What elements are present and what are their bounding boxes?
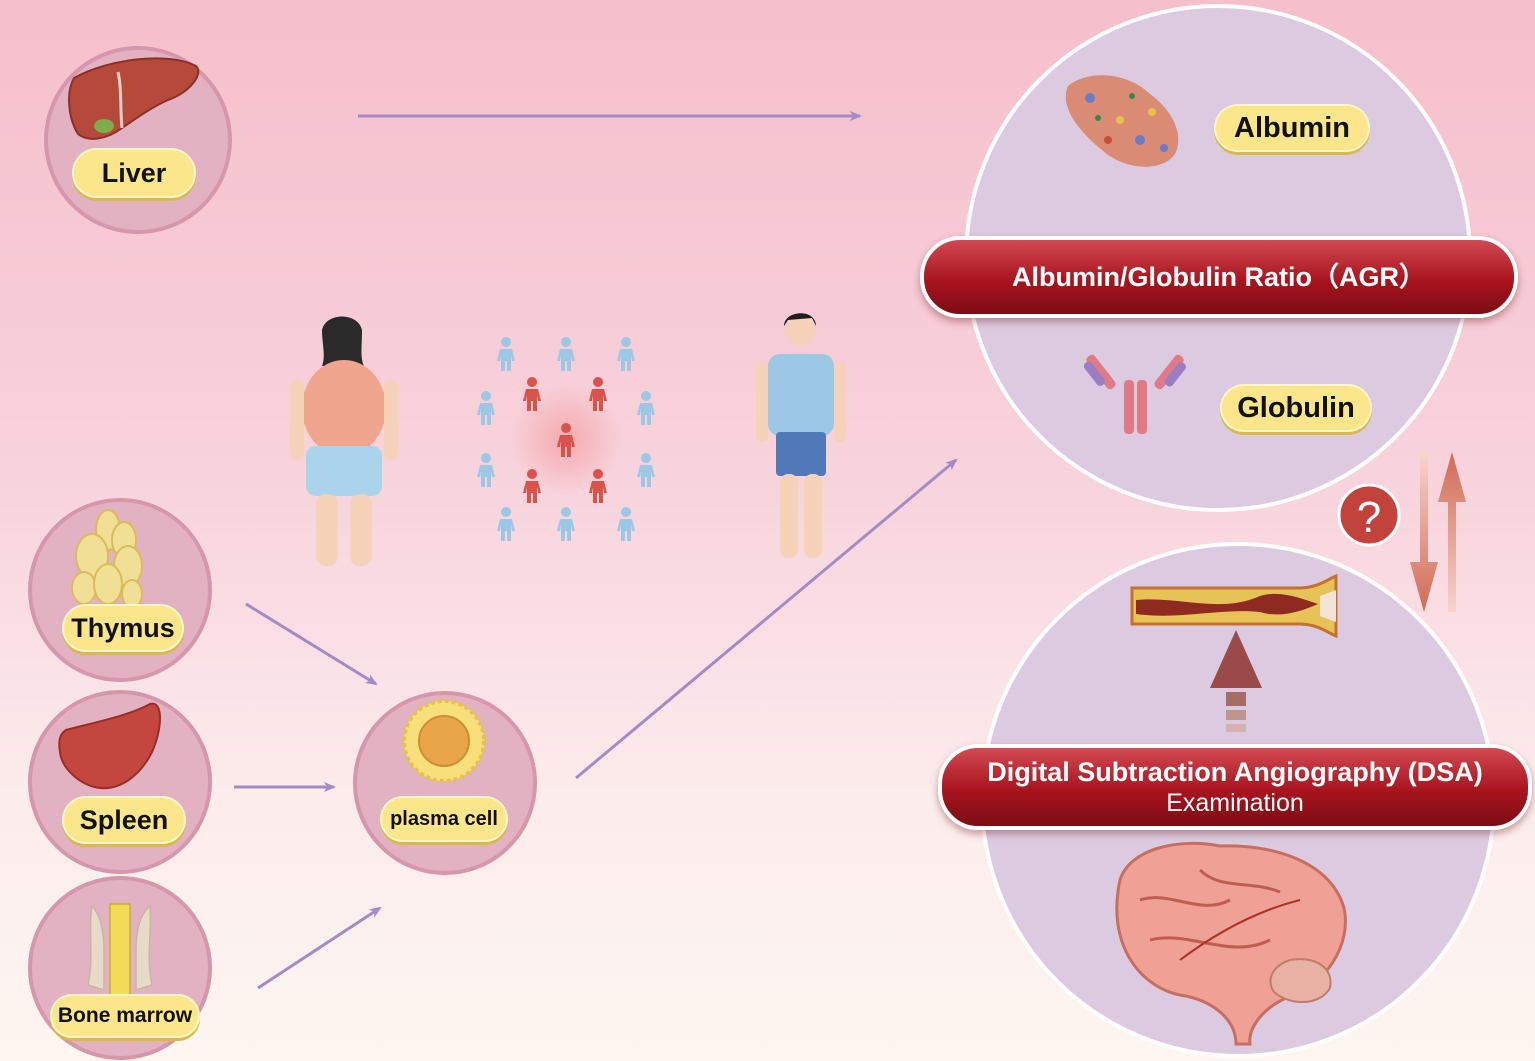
brain-icon: [1115, 841, 1347, 1046]
bidirectional-arrows: [1410, 452, 1466, 612]
bone-marrow-label: Bone marrow: [50, 994, 200, 1038]
question-badge: ?: [1337, 483, 1401, 547]
question-mark: ?: [1357, 493, 1381, 542]
antibody-icon: [1083, 354, 1186, 434]
artery-plaque-icon: [1130, 573, 1338, 639]
plasma-cell-label: plasma cell: [380, 796, 508, 842]
spleen-icon: [58, 702, 161, 790]
agr-banner-text: Albumin/Globulin Ratio（AGR）: [1012, 262, 1426, 292]
spleen-label: Spleen: [62, 796, 186, 844]
globulin-label: Globulin: [1220, 384, 1372, 432]
crowd-icon: [477, 337, 655, 541]
albumin-label: Albumin: [1214, 104, 1370, 152]
liver-icon: [68, 57, 200, 140]
marrow-to-plasma-arrow: [257, 906, 382, 990]
thymus-icon: [71, 509, 143, 609]
dsa-banner-title: Digital Subtraction Angiography (DSA): [987, 757, 1483, 787]
thymus-to-plasma-arrow: [245, 602, 378, 686]
bone-marrow-icon: [87, 903, 153, 997]
albumin-molecule-icon: [1065, 75, 1179, 167]
plasma-cell-icon: [402, 699, 486, 783]
agr-banner: Albumin/Globulin Ratio（AGR）: [920, 236, 1518, 318]
man-figure-icon: [756, 313, 846, 558]
dashed-up-arrow: [1210, 630, 1262, 732]
woman-figure-icon: [290, 316, 398, 566]
dsa-banner: Digital Subtraction Angiography (DSA) Ex…: [938, 744, 1532, 830]
connector-arrows: [234, 111, 958, 990]
liver-label: Liver: [72, 148, 196, 198]
plasma-to-globulin-arrow: [575, 458, 958, 780]
dsa-banner-subtitle: Examination: [1166, 789, 1304, 817]
thymus-label: Thymus: [62, 604, 184, 652]
